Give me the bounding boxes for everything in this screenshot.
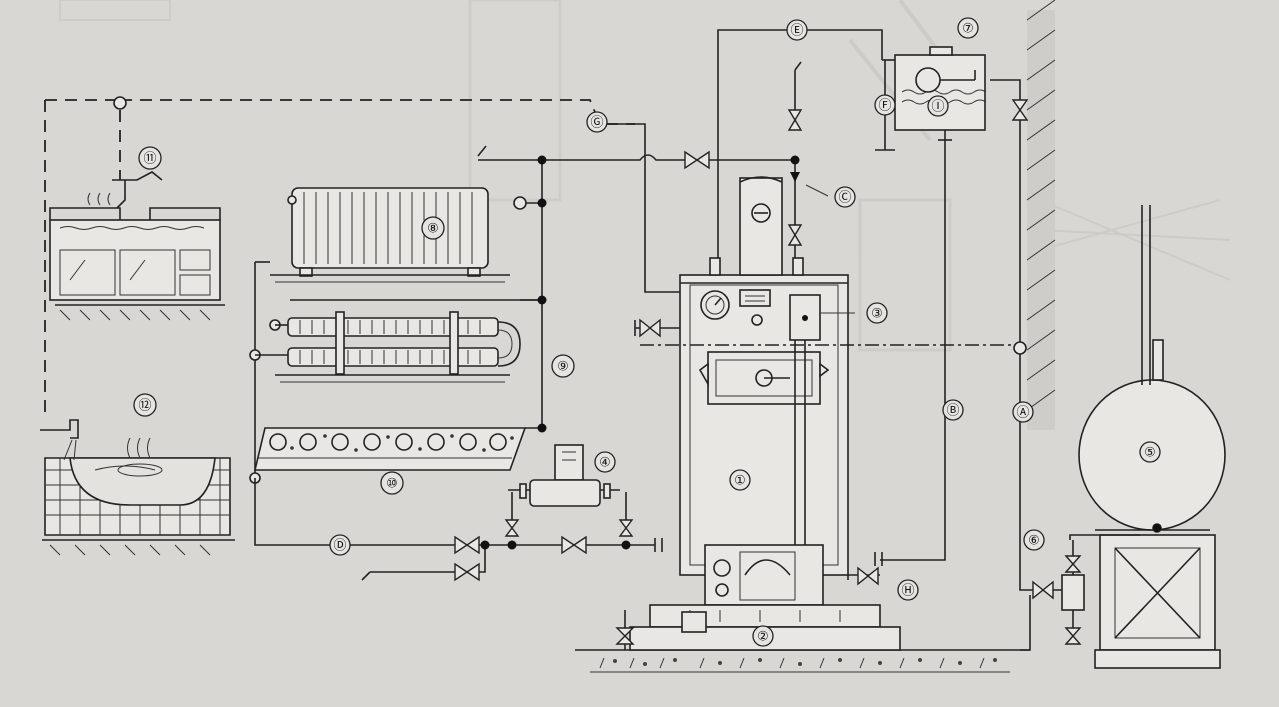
svg-text:⑧: ⑧: [427, 222, 439, 237]
junction-dots: [480, 155, 1161, 550]
pump: [508, 444, 627, 522]
flow-arrow-icon: [790, 172, 800, 182]
callout-5: ⑤: [1139, 441, 1161, 463]
svg-text:Ⓖ: Ⓖ: [590, 116, 603, 131]
callout-1: ①: [729, 469, 751, 491]
svg-text:Ⓒ: Ⓒ: [838, 191, 851, 206]
callout-D: Ⓓ: [329, 534, 351, 556]
callout-E: Ⓔ: [786, 19, 808, 41]
callout-8: ⑧: [421, 216, 445, 240]
svg-text:⑦: ⑦: [962, 22, 974, 37]
callout-F: Ⓕ: [874, 94, 896, 116]
svg-text:⑩: ⑩: [386, 477, 398, 492]
wall: [1026, 0, 1056, 430]
floor: [575, 649, 1030, 673]
svg-text:Ⓑ: Ⓑ: [946, 404, 959, 419]
pipe-coil: [275, 299, 540, 383]
callout-A: Ⓐ: [1012, 401, 1034, 423]
sink: [49, 171, 225, 321]
svg-text:Ⓘ: Ⓘ: [931, 100, 944, 115]
svg-text:⑤: ⑤: [1144, 446, 1156, 461]
svg-text:Ⓔ: Ⓔ: [790, 24, 803, 39]
callout-11: ⑪: [138, 146, 162, 170]
svg-text:②: ②: [757, 630, 769, 645]
callout-3: ③: [866, 302, 888, 324]
svg-text:⑫: ⑫: [138, 399, 151, 414]
callout-G: Ⓖ: [586, 111, 608, 133]
callout-H: Ⓗ: [897, 579, 919, 601]
callout-12: ⑫: [133, 393, 157, 417]
svg-text:⑪: ⑪: [143, 152, 156, 167]
callout-I: Ⓘ: [927, 95, 949, 117]
svg-text:①: ①: [734, 474, 746, 489]
svg-text:⑥: ⑥: [1028, 534, 1040, 549]
callout-C: Ⓒ: [834, 186, 856, 208]
callout-7: ⑦: [957, 17, 979, 39]
svg-text:Ⓕ: Ⓕ: [878, 99, 891, 114]
svg-text:④: ④: [599, 456, 611, 471]
radiator: [270, 187, 510, 283]
callout-B: Ⓑ: [942, 399, 964, 421]
svg-text:Ⓓ: Ⓓ: [333, 539, 346, 554]
svg-text:Ⓐ: Ⓐ: [1016, 406, 1029, 421]
bathtub: [40, 419, 235, 556]
callout-4: ④: [594, 451, 616, 473]
boiler: [629, 176, 901, 651]
callout-10: ⑩: [380, 471, 404, 495]
valves: [454, 99, 1082, 645]
svg-text:Ⓗ: Ⓗ: [901, 584, 914, 599]
oil-tank: [1078, 205, 1226, 669]
callout-2: ②: [752, 625, 774, 647]
floor-coil: [253, 427, 527, 471]
svg-text:⑨: ⑨: [557, 360, 569, 375]
callout-9: ⑨: [551, 354, 575, 378]
control-device: [789, 294, 855, 341]
callout-6: ⑥: [1023, 529, 1045, 551]
expansion-tank: [875, 46, 987, 545]
svg-text:③: ③: [871, 307, 883, 322]
